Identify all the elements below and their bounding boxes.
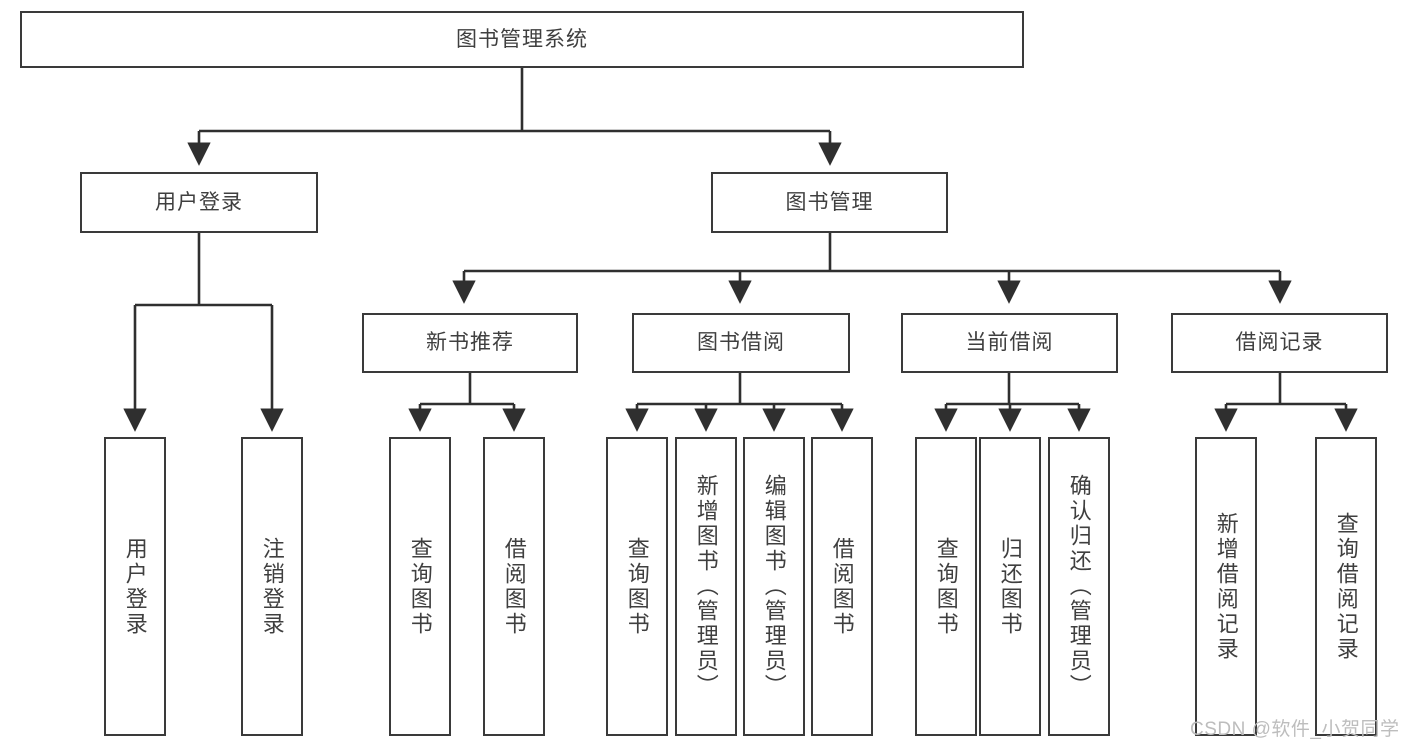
node-current-borrow-label: 当前借阅 xyxy=(965,331,1054,355)
node-leaf-return-book[interactable]: 归还图书 xyxy=(979,437,1041,736)
node-leaf-add-book-label: 新增图书（管理员） xyxy=(693,474,719,699)
node-leaf-query-book-1[interactable]: 查询图书 xyxy=(389,437,451,736)
node-borrow-record[interactable]: 借阅记录 xyxy=(1171,313,1388,373)
node-book-borrow-label: 图书借阅 xyxy=(697,331,785,355)
node-new-book-recommend-label: 新书推荐 xyxy=(426,331,514,355)
node-leaf-query-book-2[interactable]: 查询图书 xyxy=(606,437,668,736)
watermark: CSDN @软件_小贺同学 xyxy=(1190,719,1400,740)
node-borrow-record-label: 借阅记录 xyxy=(1235,331,1324,355)
node-new-book-recommend[interactable]: 新书推荐 xyxy=(362,313,578,373)
node-leaf-add-record-label: 新增借阅记录 xyxy=(1213,511,1239,662)
node-leaf-query-book-3-label: 查询图书 xyxy=(933,536,959,637)
node-book-manage-label: 图书管理 xyxy=(785,190,874,214)
node-leaf-borrow-book-2-label: 借阅图书 xyxy=(829,536,855,637)
node-leaf-edit-book-label: 编辑图书（管理员） xyxy=(761,474,787,699)
node-root[interactable]: 图书管理系统 xyxy=(20,11,1024,68)
node-leaf-user-logout-label: 注销登录 xyxy=(259,536,285,637)
node-leaf-borrow-book-2[interactable]: 借阅图书 xyxy=(811,437,873,736)
node-current-borrow[interactable]: 当前借阅 xyxy=(901,313,1118,373)
node-leaf-query-record[interactable]: 查询借阅记录 xyxy=(1315,437,1377,736)
node-leaf-query-book-3[interactable]: 查询图书 xyxy=(915,437,977,736)
node-leaf-add-record[interactable]: 新增借阅记录 xyxy=(1195,437,1257,736)
node-leaf-borrow-book-1[interactable]: 借阅图书 xyxy=(483,437,545,736)
node-leaf-query-record-label: 查询借阅记录 xyxy=(1333,511,1359,662)
node-leaf-add-book[interactable]: 新增图书（管理员） xyxy=(675,437,737,736)
node-book-borrow[interactable]: 图书借阅 xyxy=(632,313,850,373)
node-book-manage[interactable]: 图书管理 xyxy=(711,172,948,233)
node-leaf-query-book-1-label: 查询图书 xyxy=(407,536,433,637)
node-root-label: 图书管理系统 xyxy=(456,27,588,51)
node-user-login-label: 用户登录 xyxy=(155,190,243,214)
node-leaf-query-book-2-label: 查询图书 xyxy=(624,536,650,637)
node-leaf-confirm-return[interactable]: 确认归还（管理员） xyxy=(1048,437,1110,736)
node-leaf-user-logout[interactable]: 注销登录 xyxy=(241,437,303,736)
node-user-login[interactable]: 用户登录 xyxy=(80,172,318,233)
node-leaf-user-login[interactable]: 用户登录 xyxy=(104,437,166,736)
node-leaf-confirm-return-label: 确认归还（管理员） xyxy=(1066,474,1092,699)
node-leaf-edit-book[interactable]: 编辑图书（管理员） xyxy=(743,437,805,736)
node-leaf-user-login-label: 用户登录 xyxy=(122,536,148,637)
node-leaf-return-book-label: 归还图书 xyxy=(997,536,1023,637)
node-leaf-borrow-book-1-label: 借阅图书 xyxy=(501,536,527,637)
